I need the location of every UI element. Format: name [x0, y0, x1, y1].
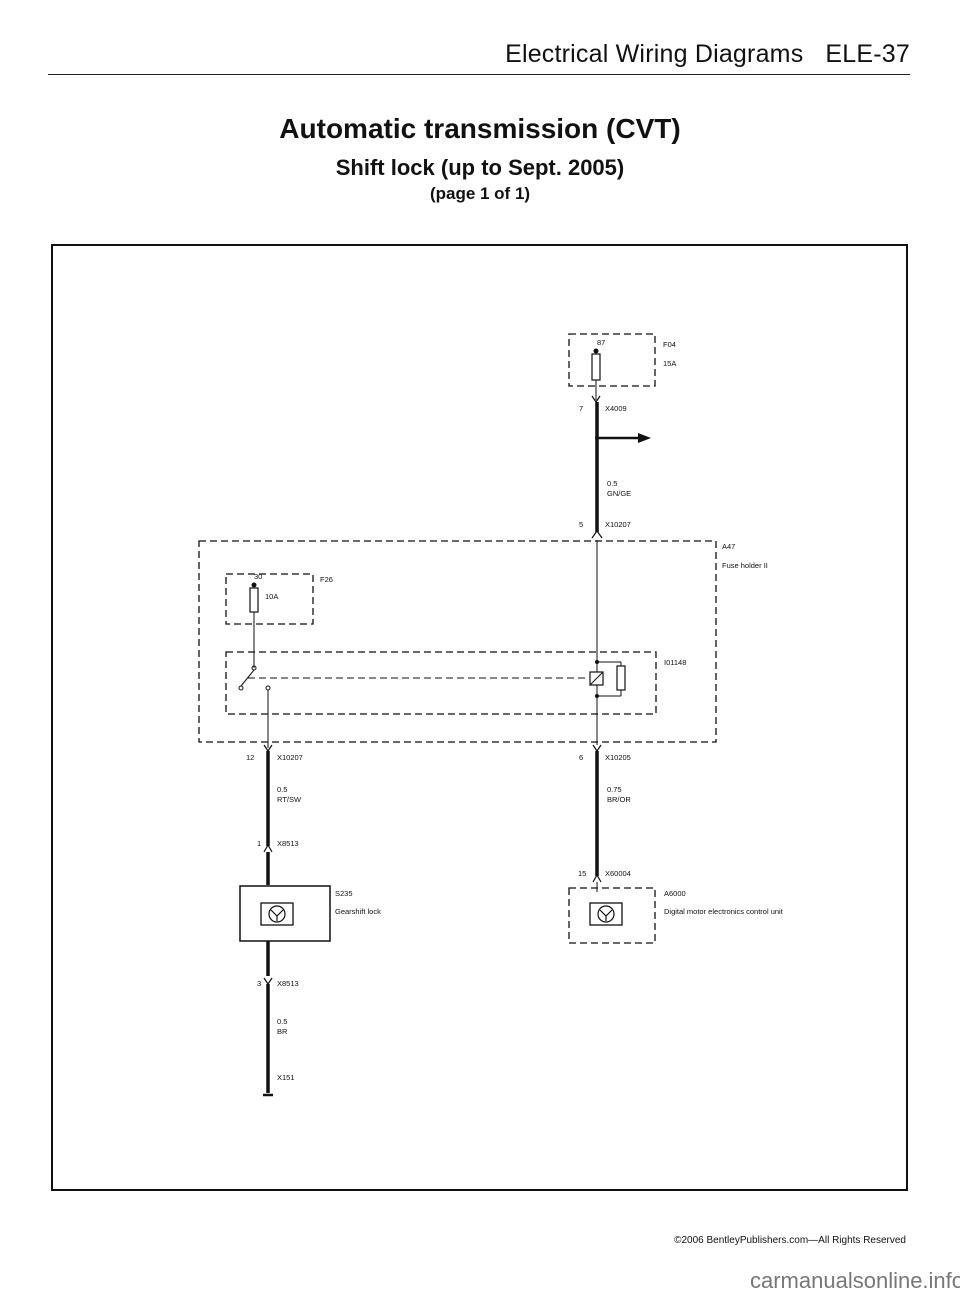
connector-x8513-bottom [263, 977, 273, 986]
fuse-holder-a47 [198, 540, 717, 743]
connector-x60004 [592, 873, 602, 883]
label-x4009-pin: 7 [579, 404, 583, 413]
label-wire-right-color: BR/OR [607, 795, 631, 804]
relay-coil-diagonal [589, 671, 604, 686]
label-wire-bottom-color: BR [277, 1027, 288, 1036]
switch-contact-right [265, 685, 271, 691]
diagram-frame [51, 244, 908, 1191]
label-x60004: X60004 [605, 869, 631, 878]
continuation-arrow-icon [638, 433, 651, 443]
switch-blade [240, 669, 255, 687]
fuse-box-f26 [225, 573, 314, 625]
label-x10207-top: X10207 [605, 520, 631, 529]
control-unit-icon-a6000-symbol [599, 909, 613, 921]
label-x8513-b-pin: 3 [257, 979, 261, 988]
label-wire-left-color: RT/SW [277, 795, 302, 804]
label-wire-top-color: GN/GE [607, 489, 631, 498]
label-f04: F04 [663, 340, 676, 349]
diagram-title: Automatic transmission (CVT) [279, 113, 681, 144]
label-x8513-a: X8513 [277, 839, 299, 848]
label-a47: A47 [722, 542, 735, 551]
label-s235: S235 [335, 889, 353, 898]
diagram-subtitle: Shift lock (up to Sept. 2005) [335, 155, 625, 180]
fuse-f04-terminal [593, 348, 599, 354]
relay-diode-icon [616, 665, 626, 691]
label-a6000: A6000 [664, 889, 686, 898]
fuse-f26-terminal [251, 582, 257, 588]
component-a6000 [568, 887, 656, 944]
label-x10207-top-pin: 5 [579, 520, 583, 529]
switch-contact-left [238, 685, 244, 691]
copyright-notice: ©2006 BentleyPublishers.com—All Rights R… [674, 1235, 906, 1246]
solenoid-icon-s235-symbol [270, 909, 284, 921]
label-a6000-desc: Digital motor electronics control unit [664, 907, 784, 916]
label-x8513-b: X8513 [277, 979, 299, 988]
solenoid-icon-s235-circle [268, 905, 286, 923]
label-f04-rating: 15A [663, 359, 676, 368]
control-unit-icon-a6000 [589, 902, 623, 926]
label-x8513-a-pin: 1 [257, 839, 261, 848]
label-x10205: X10205 [605, 753, 631, 762]
relay-box-i01148 [225, 651, 657, 715]
label-f04-pin: 87 [597, 338, 605, 347]
connector-x10205 [592, 744, 602, 753]
label-a47-desc: Fuse holder II [722, 561, 768, 570]
label-wire-top-size: 0.5 [607, 479, 617, 488]
page-number: ELE-37 [825, 40, 910, 68]
label-x10205-pin: 6 [579, 753, 583, 762]
label-wire-right-size: 0.75 [607, 785, 622, 794]
label-x4009: X4009 [605, 404, 627, 413]
label-i01148: I01148 [664, 658, 686, 667]
control-unit-icon-a6000-circle [597, 905, 615, 923]
section-title: Electrical Wiring Diagrams [505, 40, 804, 68]
label-f26-rating: 10A [265, 592, 278, 601]
label-f26-pin: 30 [254, 572, 262, 581]
label-x60004-pin: 15 [578, 869, 586, 878]
watermark: carmanualsonline.info [750, 1268, 960, 1293]
splice-point [595, 436, 599, 440]
solenoid-icon-s235 [260, 902, 294, 926]
component-s235 [239, 885, 331, 942]
fuse-box-f04 [568, 333, 656, 387]
label-x10207-left: X10207 [277, 753, 303, 762]
header-rule [48, 74, 910, 75]
label-x151: X151 [277, 1073, 295, 1082]
label-wire-left-size: 0.5 [277, 785, 287, 794]
fuse-f26-icon [249, 587, 259, 613]
label-f26: F26 [320, 575, 333, 584]
connector-x8513-top [263, 843, 273, 853]
page-note: (page 1 of 1) [429, 184, 531, 203]
fuse-f04-icon [591, 353, 601, 381]
label-x10207-left-pin: 12 [246, 753, 254, 762]
connector-x10207-top [591, 529, 603, 539]
label-wire-bottom-size: 0.5 [277, 1017, 287, 1026]
label-s235-desc: Gearshift lock [335, 907, 381, 916]
page-header: Electrical Wiring Diagrams ELE-37 [0, 40, 910, 69]
